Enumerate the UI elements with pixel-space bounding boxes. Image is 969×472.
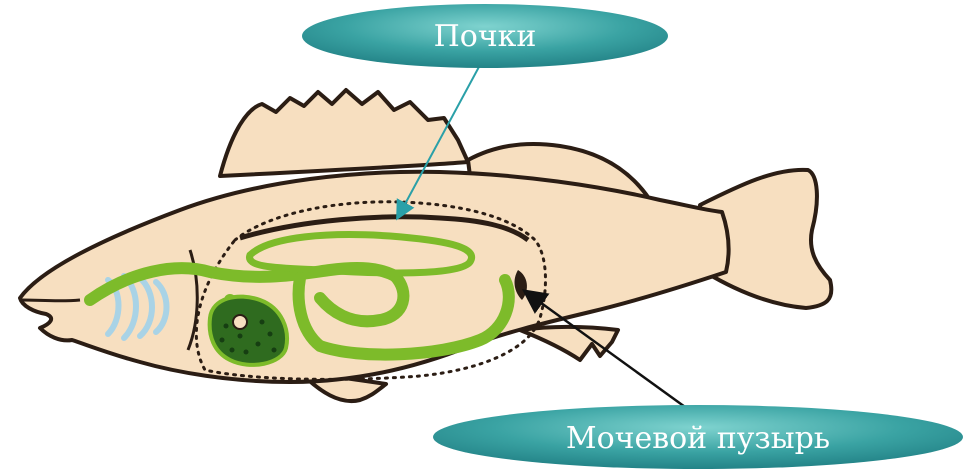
bladder-callout: Мочевой пузырь [433,405,963,469]
mouth-line [22,300,80,301]
anal-fin [520,327,618,360]
kidneys-callout: Почки [302,4,668,68]
bladder-arrow [526,292,692,412]
dorsal-fin [220,90,468,176]
bladder-label: Мочевой пузырь [566,421,830,456]
gallbladder [233,315,247,329]
kidneys-label: Почки [434,19,537,54]
